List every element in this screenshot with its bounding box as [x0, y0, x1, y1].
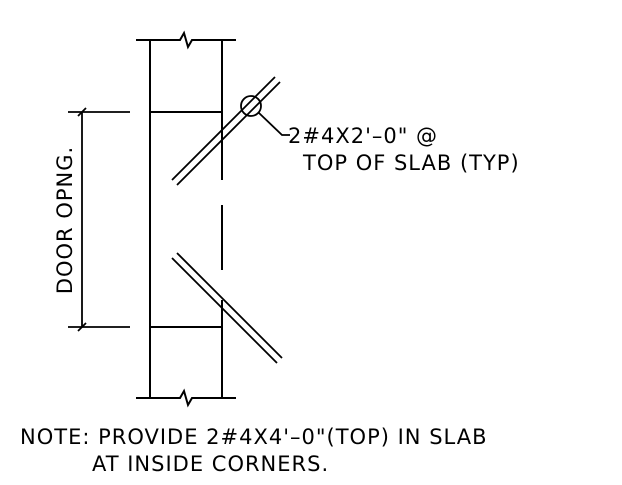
lower-diagonal-bars: [171, 252, 283, 364]
callout-line-2: TOP OF SLAB (TYP): [302, 151, 520, 175]
wall: [149, 40, 223, 398]
callout-line-1: 2#4X2'–0" @: [288, 124, 438, 148]
dimension-label: DOOR OPNG.: [53, 146, 77, 294]
callout: 2#4X2'–0" @ TOP OF SLAB (TYP): [240, 95, 520, 175]
door-jambs: [150, 111, 222, 328]
top-break-line: [136, 30, 236, 50]
break-lines: [136, 30, 236, 408]
dimension-tick-bottom: [77, 322, 87, 332]
bottom-break-line: [136, 388, 236, 408]
lower-bar-1: [171, 257, 278, 364]
note-line-1: NOTE: PROVIDE 2#4X4'–0"(TOP) IN SLAB: [20, 425, 487, 449]
callout-circle: [240, 95, 262, 117]
upper-bar-1: [171, 76, 276, 181]
callout-leader: [258, 112, 290, 136]
upper-diagonal-bars: [171, 76, 281, 186]
upper-bar-2: [176, 81, 281, 186]
dimension-tick-top: [77, 107, 87, 117]
lower-bar-2: [176, 252, 283, 359]
note-line-2: AT INSIDE CORNERS.: [92, 452, 329, 476]
general-note: NOTE: PROVIDE 2#4X4'–0"(TOP) IN SLAB AT …: [20, 425, 487, 476]
door-opening-dimension: DOOR OPNG.: [53, 107, 130, 332]
